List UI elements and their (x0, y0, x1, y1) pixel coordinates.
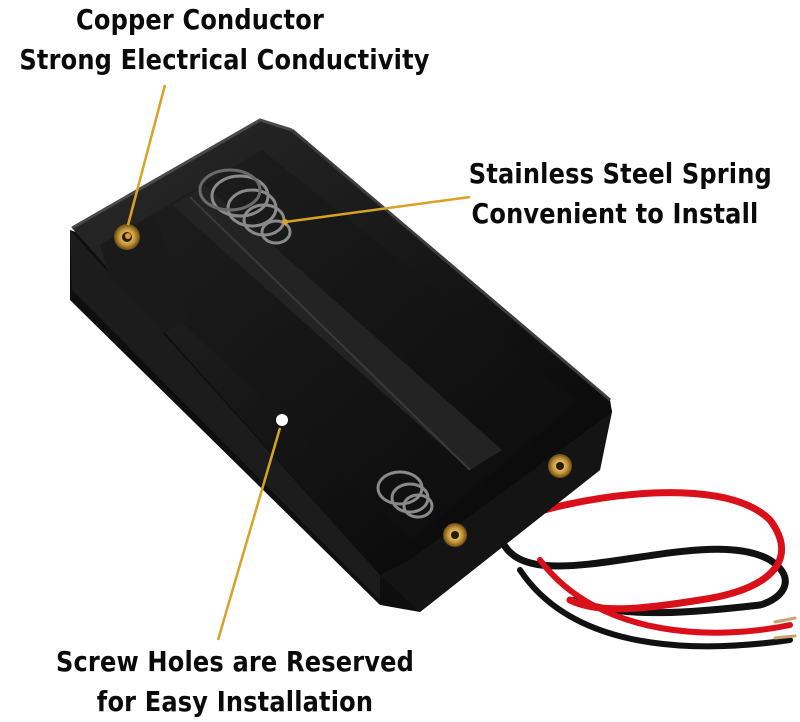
callout-screw-subtitle: for Easy Installation (96, 685, 374, 718)
callout-screw: Screw Holes are Reserved for Easy Instal… (50, 642, 420, 722)
spring-top (198, 168, 292, 245)
callout-copper-title: Copper Conductor (76, 3, 324, 36)
callout-spring-subtitle: Convenient to Install (471, 197, 759, 230)
leader-spring (284, 195, 471, 224)
leader-screw (216, 427, 282, 641)
red-wire (511, 489, 785, 613)
screw-hole (276, 414, 288, 426)
holder-body (70, 118, 612, 612)
callout-screw-title: Screw Holes are Reserved (55, 645, 415, 678)
wire-pair (496, 489, 797, 650)
leader-lines (126, 84, 471, 641)
callout-copper: Copper Conductor Strong Electrical Condu… (19, 0, 430, 80)
callout-spring: Stainless Steel Spring Convenient to Ins… (468, 154, 772, 234)
callout-spring-title: Stainless Steel Spring (468, 157, 772, 190)
black-wire-end (517, 567, 793, 650)
leader-copper (126, 84, 167, 226)
black-wire (496, 531, 789, 617)
callout-copper-subtitle: Strong Electrical Conductivity (19, 43, 430, 76)
spring-bottom (376, 470, 434, 519)
red-wire-end (537, 557, 793, 636)
